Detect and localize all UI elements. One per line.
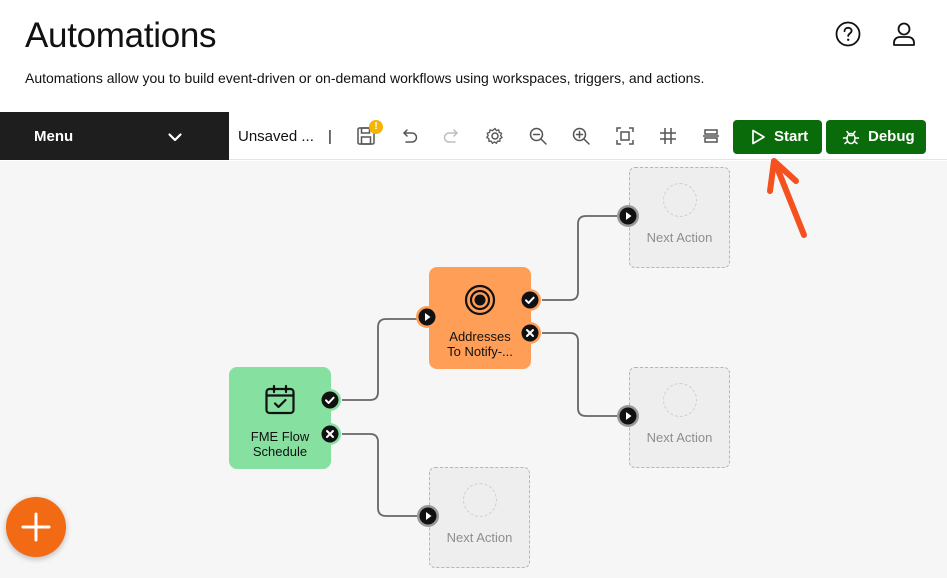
zoom-in-icon[interactable] <box>570 125 592 147</box>
play-icon <box>752 129 765 145</box>
placeholder-label: Next Action <box>646 430 713 445</box>
menu-dropdown[interactable]: Menu <box>0 112 229 160</box>
action-node-label-line2: To Notify-... <box>447 344 513 359</box>
separator: | <box>328 128 332 145</box>
placeholder-label: Next Action <box>646 230 713 245</box>
calendar-check-icon <box>265 384 295 415</box>
plus-icon <box>21 512 51 542</box>
chevron-down-icon <box>168 133 182 142</box>
workflow-canvas[interactable]: FME Flow Schedule Addresses To Notify-..… <box>0 161 947 578</box>
menu-label: Menu <box>34 128 74 145</box>
bug-icon <box>842 130 860 145</box>
input-port-icon[interactable] <box>416 504 440 528</box>
start-button[interactable]: Start <box>733 120 822 154</box>
annotation-arrow-icon <box>767 158 807 238</box>
connection-lines <box>342 215 618 517</box>
next-action-placeholder[interactable]: Next Action <box>629 367 730 468</box>
user-icon[interactable] <box>890 20 918 48</box>
page-title: Automations <box>25 16 217 55</box>
unsaved-badge: ! <box>369 120 383 134</box>
next-action-placeholder[interactable]: Next Action <box>429 467 530 568</box>
placeholder-circle-icon <box>463 483 497 517</box>
next-action-placeholder[interactable]: Next Action <box>629 167 730 268</box>
input-port-icon[interactable] <box>616 404 640 428</box>
failure-port-icon[interactable] <box>518 321 542 345</box>
success-port-icon[interactable] <box>318 388 342 412</box>
input-port-icon[interactable] <box>415 305 439 329</box>
action-node[interactable]: Addresses To Notify-... <box>429 267 531 369</box>
input-port-icon[interactable] <box>616 204 640 228</box>
redo-icon[interactable] <box>441 125 463 147</box>
target-icon <box>464 284 496 316</box>
add-button[interactable] <box>6 497 66 557</box>
trigger-node-label-line2: Schedule <box>252 444 308 459</box>
zoom-out-icon[interactable] <box>527 125 549 147</box>
undo-icon[interactable] <box>398 125 420 147</box>
trigger-node-label: FME Flow <box>250 429 310 444</box>
trigger-node[interactable]: FME Flow Schedule <box>229 367 331 469</box>
workflow-name[interactable]: Unsaved ... <box>238 128 314 145</box>
placeholder-label: Next Action <box>446 530 513 545</box>
fit-screen-icon[interactable] <box>614 125 636 147</box>
success-port-icon[interactable] <box>518 288 542 312</box>
debug-button[interactable]: Debug <box>826 120 926 154</box>
action-node-label: Addresses <box>449 329 511 344</box>
align-icon[interactable] <box>700 125 722 147</box>
settings-icon[interactable] <box>484 125 506 147</box>
failure-port-icon[interactable] <box>318 422 342 446</box>
placeholder-circle-icon <box>663 183 697 217</box>
toolbar: Menu Unsaved ... | ! Start Debug <box>0 112 947 160</box>
help-icon[interactable] <box>834 20 862 48</box>
start-button-label: Start <box>774 128 809 145</box>
page-description: Automations allow you to build event-dri… <box>25 70 705 86</box>
debug-button-label: Debug <box>868 128 915 145</box>
grid-icon[interactable] <box>657 125 679 147</box>
placeholder-circle-icon <box>663 383 697 417</box>
